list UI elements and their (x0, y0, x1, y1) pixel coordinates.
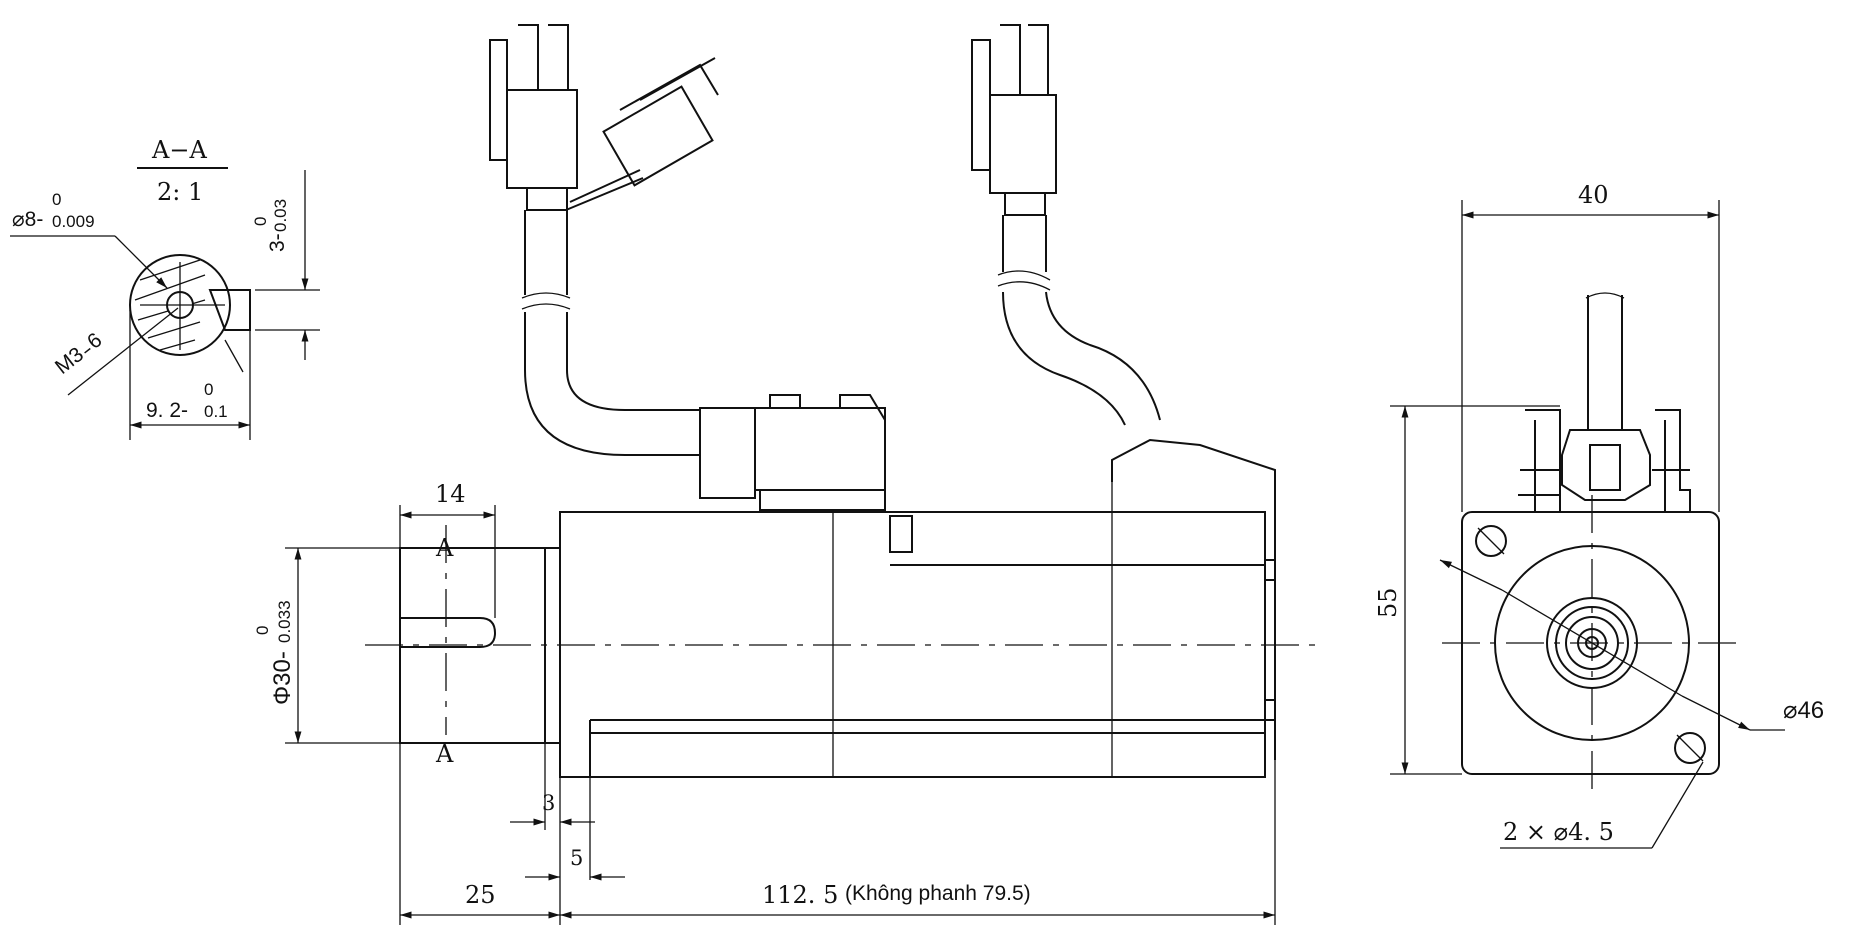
housing-base (759, 489, 886, 511)
section-mark-bottom: A (435, 740, 454, 768)
connector-2 (602, 85, 714, 187)
flat-width-tol-upper: 0 (204, 380, 213, 399)
shaft-key-length-label: 14 (435, 480, 466, 508)
keyway-depth-label: 3- (266, 233, 289, 252)
connector-3 (989, 94, 1057, 194)
pilot-dia-tol-upper: 0 (253, 626, 272, 635)
cable-boot-1 (526, 187, 568, 211)
keyway-depth-tol-upper: 0 (251, 217, 270, 226)
front-view: 40 55 ⌀46 2 × ⌀4. 5 (1374, 181, 1824, 849)
section-mark-top: A (435, 534, 454, 562)
keyway-depth-tol-lower: 0.03 (271, 199, 290, 232)
shaft-key (400, 617, 497, 648)
shaft-dia-tol-lower: 0.009 (52, 212, 95, 231)
shaft-section-circle (129, 254, 231, 356)
pilot-dia-label: Φ30- (269, 651, 296, 705)
mount-hole-2 (1674, 732, 1706, 764)
flange-gap-label: 3 (542, 791, 555, 815)
front-height-label: 55 (1374, 587, 1402, 618)
front-cable (1587, 295, 1623, 440)
encoder-connector-housing (699, 394, 886, 511)
connector-1 (506, 89, 578, 189)
flat-width-tol-lower: 0.1 (204, 402, 228, 421)
encoder-cable (489, 24, 719, 456)
front-width-label: 40 (1578, 181, 1609, 209)
shaft-length-label: 25 (465, 881, 496, 909)
shaft-dia-label: ⌀8- (12, 208, 43, 231)
side-view: A A 14 Φ30- 0 0.033 3 5 25 112. 5 (Không… (253, 24, 1315, 925)
cable-gland (1561, 429, 1651, 501)
left-bracket (1518, 409, 1561, 512)
body-length-note: (Không phanh 79.5) (845, 882, 1031, 905)
flat-width-label: 9. 2- (146, 399, 188, 422)
pilot-circle-dia-label: ⌀46 (1783, 697, 1824, 724)
section-title: A−A (151, 136, 207, 164)
section-scale: 2: 1 (157, 178, 203, 206)
right-bracket (1652, 409, 1691, 512)
rear-cover (1111, 438, 1276, 760)
power-cable (971, 24, 1161, 426)
cable-boot-2 (1004, 192, 1046, 216)
pilot-dia-tol-lower: 0.033 (275, 600, 294, 643)
mount-holes-label: 2 × ⌀4. 5 (1503, 818, 1614, 846)
section-view: A−A 2: 1 ⌀8- 0 0.009 M3 ̵ 6 3- 0 0.03 9.… (10, 136, 320, 440)
shaft-dia-tol-upper: 0 (52, 190, 61, 209)
body-length-label: 112. 5 (762, 881, 838, 909)
housing-front (699, 407, 756, 499)
housing-main (754, 407, 886, 491)
flange-thickness-label: 5 (570, 846, 583, 870)
mount-hole-1 (1475, 525, 1507, 557)
